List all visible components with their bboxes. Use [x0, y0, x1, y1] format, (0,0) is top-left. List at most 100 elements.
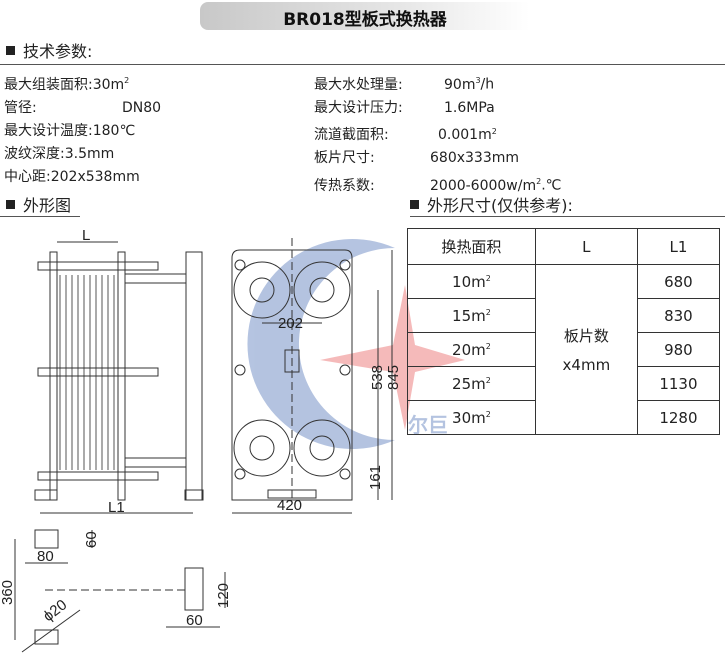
graphic-element — [37, 471, 159, 481]
graphic-element — [309, 435, 335, 461]
graphic-element — [249, 435, 275, 461]
graphic-element — [59, 275, 115, 470]
text-label: 680x333mm — [430, 150, 520, 167]
text-label: DN80 — [122, 99, 162, 116]
text-label: 680 — [636, 264, 721, 299]
title-bar — [200, 2, 530, 30]
graphic-element — [309, 277, 335, 303]
text-label: 管径: — [4, 99, 37, 116]
text-label: 25m — [452, 374, 486, 393]
header-area: 换热面积 — [407, 228, 536, 265]
spec-row: 最大设计温度:180℃ — [4, 120, 161, 143]
text-label: 1130 — [636, 366, 721, 401]
spec-row: 最大组装面积:30m2 — [4, 69, 161, 97]
text-label: 30m — [452, 408, 486, 427]
text-label: 830 — [636, 298, 721, 333]
graphic-element — [267, 489, 317, 499]
graphic-element — [184, 489, 204, 501]
section-tech-params: 技术参数: — [6, 38, 92, 62]
text-label: 流道截面积: — [314, 127, 389, 144]
front-view: 202 420 538 845 161 — [231, 238, 402, 514]
section-heading: 技术参数: — [23, 42, 93, 61]
text-label: 980 — [636, 332, 721, 367]
table-row: 15m2 830 — [407, 298, 721, 333]
graphic-element: 15m2 — [407, 298, 536, 333]
foot-detail: 360 60 80 ϕ20 120 60 — [0, 529, 232, 653]
graphic-element — [234, 259, 246, 271]
text-label: 845 — [385, 365, 402, 390]
table-row: 20m2 980 — [407, 332, 721, 367]
section-heading: 外形图 — [23, 196, 72, 215]
text-label: .℃ — [541, 177, 562, 194]
divider — [0, 64, 725, 65]
graphic-element — [34, 629, 59, 645]
text-label: 60 — [83, 531, 100, 548]
spec-row: 最大设计压力:1.6MPa — [314, 97, 561, 120]
text-label: 90m — [444, 76, 476, 93]
specs-left: 最大组装面积:30m2 管径: DN80 最大设计温度:180℃ 波纹深度:3.5… — [4, 69, 161, 189]
text-label: 0.001m — [438, 127, 492, 144]
graphic-element — [233, 419, 291, 477]
divider — [410, 216, 725, 217]
text-label: 传热系数: — [314, 177, 375, 194]
graphic-element — [234, 364, 246, 376]
graphic-element — [339, 259, 351, 271]
graphic-element — [231, 249, 353, 501]
text-label: 2 — [491, 126, 497, 136]
text-label: 15m — [452, 306, 486, 325]
text-label: 最大设计温度: — [4, 122, 93, 139]
graphic-element — [6, 46, 15, 55]
text-label: 202x538mm — [50, 168, 140, 185]
spec-row: 管径: DN80 — [4, 97, 161, 120]
graphic-element — [185, 251, 203, 501]
text-label: 板片尺寸: — [314, 150, 375, 167]
text-label: 板片数 — [563, 327, 609, 345]
graphic-element — [37, 367, 159, 377]
text-label: 538 — [369, 365, 386, 390]
graphic-element: 20m2 — [407, 332, 536, 367]
text-label: 60 — [186, 612, 203, 629]
section-outline-dims: 外形尺寸(仅供参考): — [410, 192, 573, 216]
text-label: 3.5mm — [64, 145, 115, 162]
graphic-element — [34, 489, 58, 501]
graphic-element: 10m2 — [407, 264, 536, 299]
text-label: L — [82, 227, 90, 244]
text-label: 161 — [367, 465, 384, 490]
text-label: 180℃ — [92, 122, 136, 139]
spec-row: 最大水处理量:90m3/h — [314, 69, 561, 97]
spec-row: 中心距:202x538mm — [4, 166, 161, 189]
graphic-element — [249, 277, 275, 303]
page-title: BR018型板式换热器 — [283, 10, 447, 30]
graphic-element — [184, 567, 204, 611]
graphic-element — [410, 200, 419, 209]
text-label: 202 — [278, 315, 303, 332]
text-label: 360 — [0, 580, 16, 605]
graphic-element — [6, 200, 15, 209]
graphic-element — [234, 468, 246, 480]
table-header-row: 换热面积 L L1 — [407, 228, 721, 265]
spec-row: 波纹深度:3.5mm — [4, 143, 161, 166]
text-label: 最大组装面积: — [4, 76, 93, 93]
spec-row: 板片尺寸: 680x333mm — [314, 147, 561, 170]
graphic-element — [339, 364, 351, 376]
spec-row: 流道截面积: 0.001m2 — [314, 120, 561, 148]
section-outline-drawing: 外形图 — [6, 192, 71, 216]
text-label: 30m — [92, 76, 125, 93]
graphic-element: 25m2 — [407, 366, 536, 401]
text-label: 1280 — [636, 400, 721, 435]
text-label: 2 — [485, 307, 491, 317]
graphic-element — [293, 261, 351, 319]
text-label: 中心距: — [4, 168, 51, 185]
spec-row: 传热系数:2000-6000w/m2.℃ — [314, 170, 561, 198]
text-label: 80 — [37, 548, 54, 565]
text-label: 2 — [124, 76, 130, 85]
graphic-element — [293, 419, 351, 477]
text-label: 2000-6000w/m — [430, 177, 537, 194]
specs-right: 最大水处理量:90m3/h 最大设计压力:1.6MPa 流道截面积: 0.001m… — [314, 69, 561, 198]
text-label: 2 — [485, 341, 491, 351]
